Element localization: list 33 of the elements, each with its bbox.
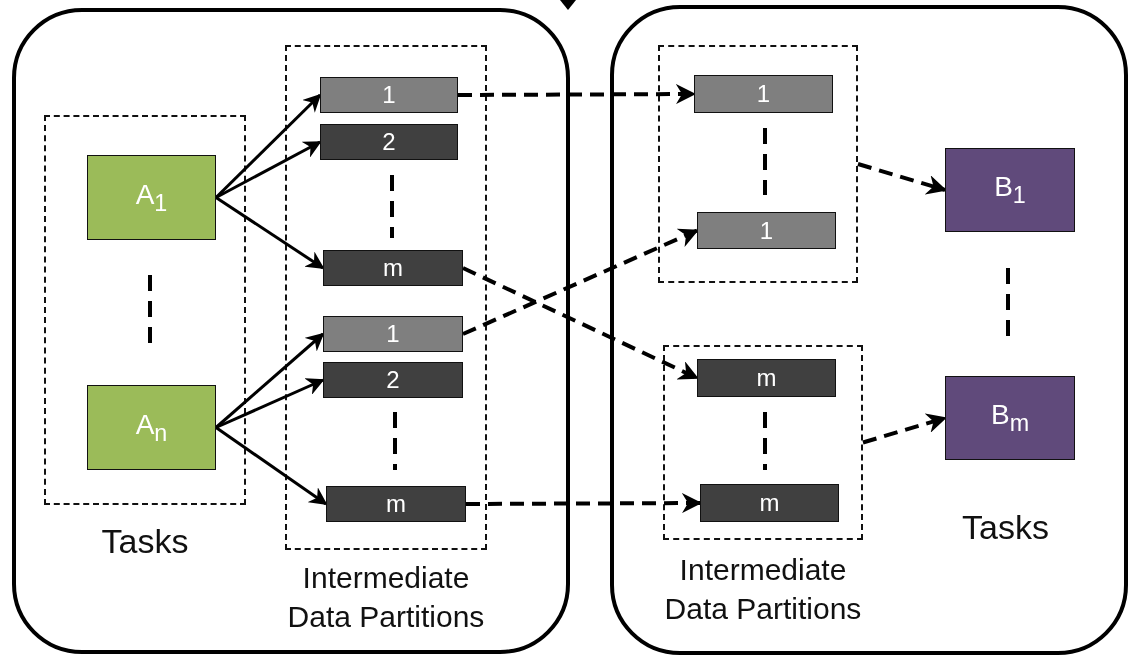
group-caption: Tasks bbox=[962, 508, 1049, 547]
container-box bbox=[610, 5, 1128, 655]
arrow bbox=[215, 196, 325, 270]
task-box: A$_{n}$ bbox=[87, 385, 216, 470]
arrow bbox=[458, 84, 696, 105]
task-box: B$_{1}$ bbox=[945, 148, 1075, 232]
arrow bbox=[215, 332, 325, 429]
arrow bbox=[462, 266, 699, 380]
container-box bbox=[12, 8, 570, 654]
arrow bbox=[862, 413, 947, 445]
partition-bar: 1 bbox=[697, 212, 836, 249]
partition-bar: 2 bbox=[320, 124, 458, 160]
arrow bbox=[857, 162, 947, 195]
arrow bbox=[466, 493, 702, 514]
group-caption: Tasks bbox=[100, 521, 190, 562]
partition-bar: m bbox=[326, 486, 466, 522]
arrow bbox=[215, 426, 328, 506]
partition-bar: 1 bbox=[320, 77, 458, 113]
group-caption: Intermediate Data Partitions bbox=[663, 552, 863, 627]
arrow bbox=[215, 140, 322, 199]
task-box: B$_{m}$ bbox=[945, 376, 1075, 460]
partition-bar: 1 bbox=[694, 75, 833, 113]
task-box: A$_{1}$ bbox=[87, 155, 216, 240]
group-caption: Intermediate Data Partitions bbox=[286, 560, 486, 635]
arrow bbox=[215, 378, 325, 429]
partition-bar: m bbox=[323, 250, 463, 286]
dashed-group-box bbox=[658, 45, 858, 283]
partition-bar: 1 bbox=[323, 316, 463, 352]
partition-bar: 2 bbox=[323, 362, 463, 398]
arrow bbox=[214, 93, 322, 199]
arrow bbox=[462, 228, 699, 336]
partition-bar: m bbox=[700, 484, 839, 522]
partition-bar: m bbox=[697, 359, 836, 397]
